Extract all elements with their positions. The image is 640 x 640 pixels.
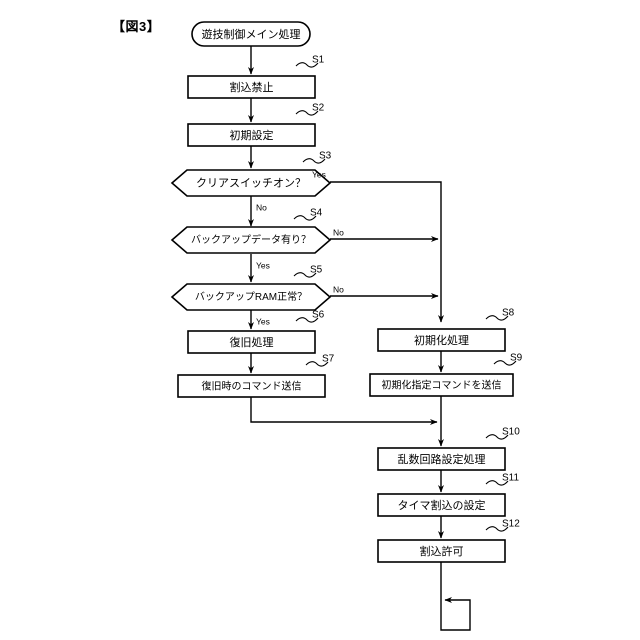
step-label-s1-group: S1 [295, 55, 325, 68]
step-label-s4-group: S4 [293, 208, 323, 221]
node-s8-label: 初期化処理 [414, 333, 469, 347]
step-label-s10-group: S10 [485, 427, 520, 440]
step-label-s12: S12 [502, 519, 520, 530]
step-label-s11-group: S11 [485, 473, 519, 486]
step-label-s7: S7 [322, 354, 335, 365]
branch-label-s4-no: No [333, 227, 344, 237]
node-s10-label: 乱数回路設定処理 [398, 452, 486, 466]
node-s9-label: 初期化指定コマンドを送信 [382, 379, 502, 392]
node-s4: バックアップデータ有り？ [170, 226, 332, 254]
node-s11: タイマ割込の設定 [377, 493, 506, 517]
edge-s3-yes-right [330, 181, 445, 323]
step-label-s3-group: S3 [302, 151, 332, 164]
node-s7: 復旧時のコマンド送信 [177, 374, 326, 398]
step-label-s9-group: S9 [493, 353, 523, 366]
step-label-s6-group: S6 [295, 310, 325, 323]
step-label-s5-group: S5 [293, 265, 323, 278]
node-s11-label: タイマ割込の設定 [398, 498, 486, 512]
step-label-s10: S10 [502, 427, 520, 438]
step-label-s6: S6 [312, 310, 325, 321]
node-s6: 復旧処理 [187, 330, 316, 354]
node-s1: 割込禁止 [187, 75, 316, 99]
step-label-s1: S1 [312, 55, 325, 66]
node-s9: 初期化指定コマンドを送信 [369, 373, 514, 397]
node-s3-label: クリアスイッチオン？ [196, 176, 306, 189]
node-s5: バックアップRAM正常？ [170, 283, 332, 311]
step-label-s11: S11 [502, 473, 519, 484]
step-label-s5: S5 [310, 265, 323, 276]
node-s4-label: バックアップデータ有り？ [191, 233, 311, 246]
step-label-s3: S3 [319, 151, 332, 162]
node-s10: 乱数回路設定処理 [377, 447, 506, 471]
step-label-s9: S9 [510, 353, 523, 364]
edge-s7-to-right-column [250, 397, 438, 425]
branch-label-s3-yes: Yes [312, 169, 326, 179]
node-s2-label: 初期設定 [230, 128, 274, 142]
node-s8: 初期化処理 [377, 328, 506, 352]
node-s3: クリアスイッチオン？ [170, 169, 332, 197]
branch-label-s5-yes: Yes [256, 316, 270, 326]
step-label-s12-group: S12 [485, 519, 520, 532]
step-label-s2: S2 [312, 103, 325, 114]
step-label-s8: S8 [502, 308, 515, 319]
node-start-label: 遊技制御メイン処理 [202, 27, 301, 41]
node-s12-label: 割込許可 [420, 544, 464, 558]
node-s5-label: バックアップRAM正常？ [195, 290, 307, 303]
node-s1-label: 割込禁止 [230, 80, 274, 94]
figure-title: 【図3】 [112, 19, 161, 34]
edge-s12-loop [440, 562, 471, 631]
step-label-s7-group: S7 [305, 354, 335, 367]
step-label-s4: S4 [310, 208, 323, 219]
node-start: 遊技制御メイン処理 [191, 21, 311, 47]
node-s7-label: 復旧時のコマンド送信 [202, 380, 302, 393]
node-s12: 割込許可 [377, 539, 506, 563]
node-s6-label: 復旧処理 [230, 336, 274, 349]
node-s2: 初期設定 [187, 123, 316, 147]
step-label-s2-group: S2 [295, 103, 325, 116]
branch-label-s4-yes: Yes [256, 260, 270, 270]
branch-label-s5-no: No [333, 284, 344, 294]
branch-label-s3-no: No [256, 202, 267, 212]
step-label-s8-group: S8 [485, 308, 515, 321]
connector-layer [248, 46, 471, 631]
